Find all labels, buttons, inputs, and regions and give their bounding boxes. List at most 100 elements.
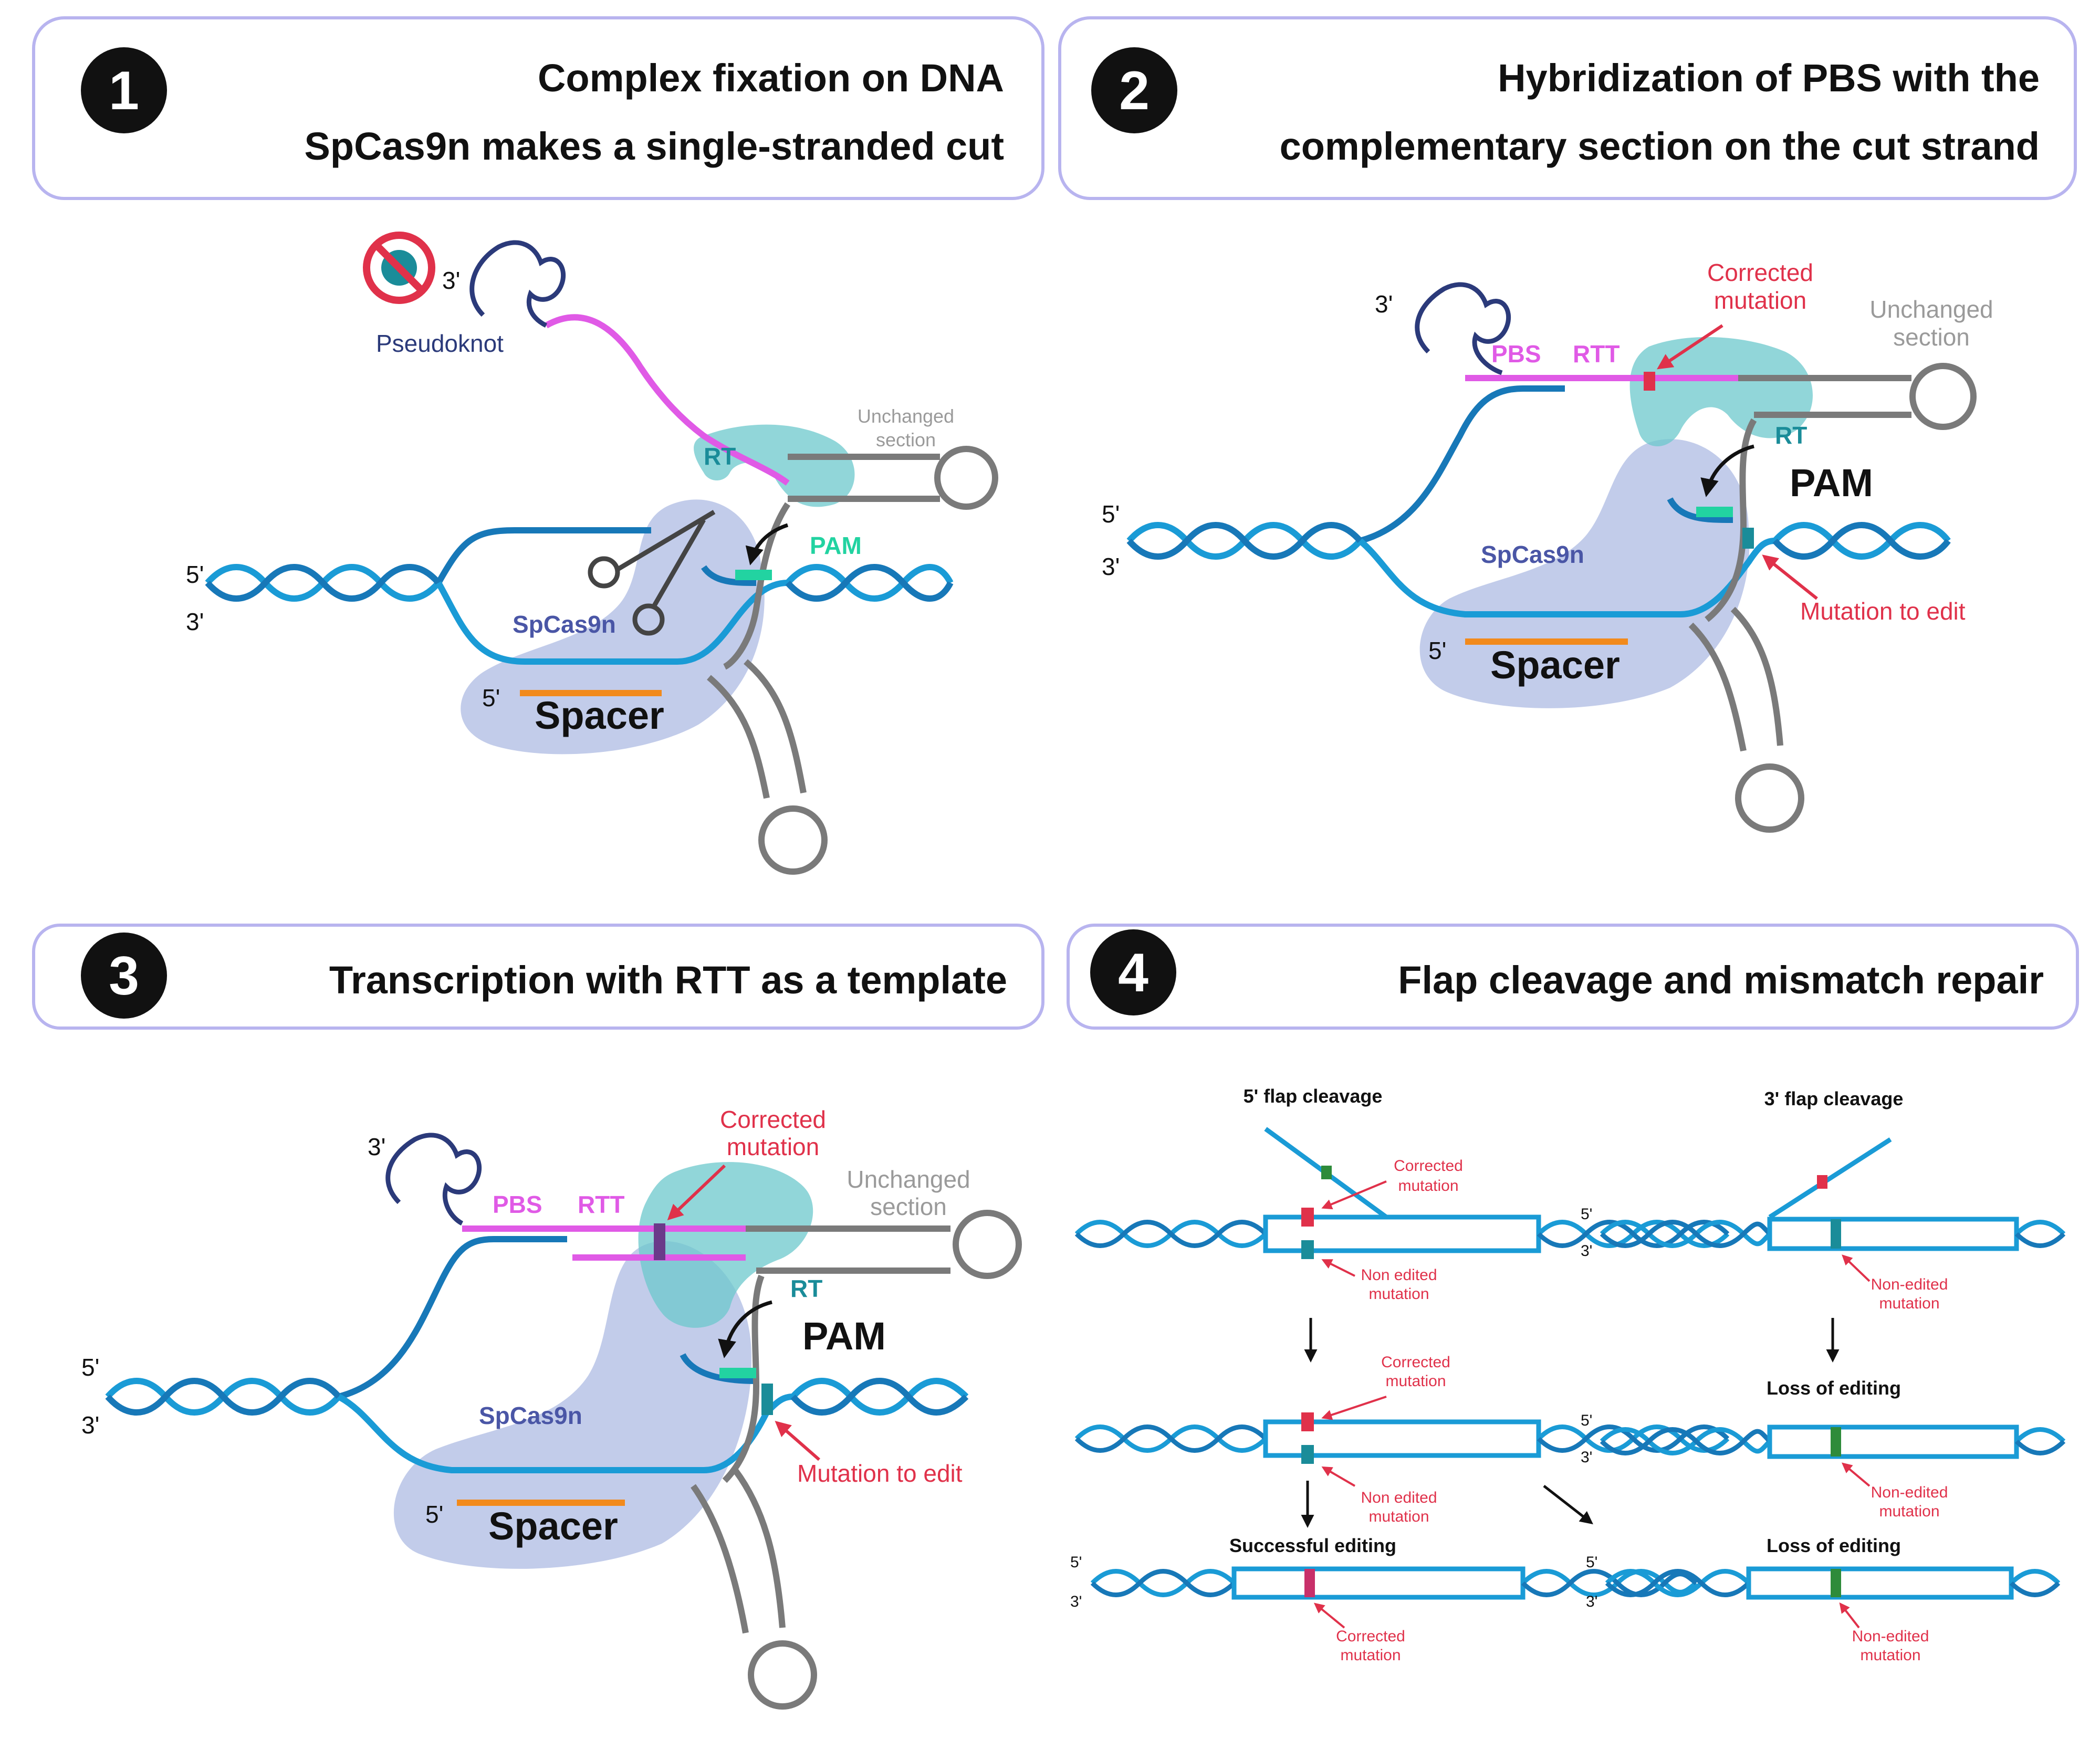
p2-5prime-label: 5' bbox=[1102, 500, 1120, 528]
p3-spcas9n-label: SpCas9n bbox=[479, 1402, 582, 1429]
step-1-title-line1: Complex fixation on DNA bbox=[538, 56, 1004, 100]
p2-unchanged-label-1: Unchanged bbox=[1869, 296, 1993, 323]
step-2-title-line2: complementary section on the cut strand bbox=[1280, 124, 2040, 168]
p4-l1-nonedited-2: mutation bbox=[1368, 1285, 1429, 1303]
dna-top-strand-right bbox=[1667, 497, 1733, 523]
left-row2-corrected-arrow bbox=[1321, 1396, 1387, 1420]
guide-rna-3prime bbox=[545, 314, 790, 486]
p2-3prime-dna-label: 3' bbox=[1102, 553, 1120, 580]
p1-unchanged-label-2: section bbox=[876, 429, 936, 451]
right-row3-nonedited-arrow bbox=[1839, 1602, 1860, 1629]
dna-helix-right bbox=[790, 1378, 969, 1416]
p4-l2-corrected-1: Corrected bbox=[1381, 1354, 1450, 1371]
rt-enzyme bbox=[694, 424, 855, 507]
p3-corrected-label-2: mutation bbox=[727, 1133, 819, 1160]
dna-top-strand bbox=[1359, 385, 1565, 544]
p4-success-label: Successful editing bbox=[1229, 1535, 1396, 1556]
p3-spacer-label: Spacer bbox=[488, 1504, 618, 1548]
p3-pbs-label: PBS bbox=[493, 1191, 542, 1218]
left-row3-duplex bbox=[1090, 1566, 1698, 1600]
p2-rtt-label: RTT bbox=[1573, 340, 1620, 368]
p2-corrected-label-1: Corrected bbox=[1707, 259, 1813, 286]
step-3-number-badge bbox=[81, 933, 167, 1019]
step-2-number: 2 bbox=[1119, 60, 1150, 121]
panel-3-illustration: 3' PBS RTT Corrected mutation Unchanged … bbox=[81, 1106, 1022, 1710]
p4-r1-nonedited-2: mutation bbox=[1879, 1295, 1939, 1312]
scaffold-stem-right bbox=[1738, 375, 1911, 418]
p4-l1-nonedited-1: Non edited bbox=[1361, 1266, 1437, 1284]
dna-bottom-strand bbox=[1358, 538, 1775, 617]
p1-5prime-spacer-label: 5' bbox=[482, 684, 500, 711]
left-row2-duplex bbox=[1074, 1412, 1730, 1464]
mutation-to-edit-mark bbox=[1742, 528, 1754, 549]
pseudoknot-structure bbox=[385, 1133, 482, 1226]
p1-spacer-label: Spacer bbox=[535, 694, 664, 737]
rt-enzyme bbox=[638, 1162, 813, 1328]
dna-helix-right bbox=[785, 564, 954, 602]
left-row3-corrected-arrow bbox=[1313, 1602, 1345, 1629]
step-1-header: 1 Complex fixation on DNA SpCas9n makes … bbox=[32, 16, 1044, 200]
step-2-header: 2 Hybridization of PBS with the compleme… bbox=[1058, 16, 2077, 200]
p4-r2-nonedited-1: Non-edited bbox=[1871, 1484, 1948, 1501]
right-row3-duplex bbox=[1605, 1566, 2061, 1600]
panel-2-illustration: 3' PBS RTT Corrected mutation Unchanged … bbox=[1102, 259, 1993, 833]
p4-l3-5prime: 5' bbox=[1070, 1554, 1082, 1571]
step-4-header: 4 Flap cleavage and mismatch repair bbox=[1067, 924, 2079, 1030]
p3-unchanged-label-1: Unchanged bbox=[847, 1166, 970, 1193]
scaffold-connector bbox=[722, 1274, 765, 1483]
p3-rtt-label: RTT bbox=[578, 1191, 624, 1218]
step-3-title: Transcription with RTT as a template bbox=[329, 958, 1007, 1002]
step-2-number-badge bbox=[1091, 47, 1177, 133]
dna-helix-left-b bbox=[205, 564, 441, 602]
p2-mutation-edit-label: Mutation to edit bbox=[1800, 598, 1966, 625]
step-1-number-badge bbox=[81, 47, 167, 133]
p4-l2-corrected-2: mutation bbox=[1385, 1373, 1446, 1390]
dna-top-strand bbox=[338, 1236, 567, 1400]
right-row2-duplex bbox=[1600, 1424, 2066, 1459]
scissors-icon bbox=[588, 510, 716, 636]
p4-r2-3prime: 3' bbox=[1581, 1449, 1592, 1466]
dna-top-strand-right bbox=[680, 1353, 757, 1384]
panel-1-illustration: 3' Pseudoknot RT Unchanged section PAM 5… bbox=[186, 232, 998, 875]
dna-helix-right bbox=[1772, 522, 1951, 560]
scaffold-stem-right bbox=[746, 1225, 950, 1274]
p3-corrected-label-1: Corrected bbox=[720, 1106, 826, 1133]
pseudoknot-structure bbox=[1415, 282, 1511, 375]
corrected-mutation-mark bbox=[654, 1223, 665, 1260]
cas9-protein bbox=[393, 1241, 752, 1569]
scaffold-stem-right bbox=[788, 454, 940, 502]
p3-rt-label: RT bbox=[790, 1275, 822, 1302]
left-row1-nonedited-arrow bbox=[1321, 1259, 1355, 1277]
p4-r2-loss: Loss of editing bbox=[1767, 1377, 1901, 1399]
p2-rt-label: RT bbox=[1775, 422, 1807, 449]
p1-3prime-dna-label: 3' bbox=[186, 608, 204, 635]
panel-4-illustration: 5' flap cleavage 3' flap cleavage Correc… bbox=[1070, 1085, 2066, 1664]
p4-r2-nonedited-2: mutation bbox=[1879, 1503, 1939, 1520]
p4-r3-3prime: 3' bbox=[1586, 1593, 1597, 1610]
p2-spcas9n-label: SpCas9n bbox=[1481, 541, 1584, 568]
p4-l1-corrected-1: Corrected bbox=[1394, 1157, 1463, 1175]
p2-spacer-label: Spacer bbox=[1490, 643, 1620, 687]
mutation-to-edit-mark bbox=[761, 1384, 773, 1415]
left-row2-nonedited-arrow bbox=[1321, 1466, 1356, 1487]
rt-enzyme bbox=[1629, 337, 1813, 446]
step-1-title-line2: SpCas9n makes a single-stranded cut bbox=[305, 124, 1004, 168]
step-3-number: 3 bbox=[109, 946, 139, 1007]
pam-segment bbox=[719, 1368, 756, 1378]
p4-r3-nonedited-2: mutation bbox=[1860, 1647, 1920, 1664]
pam-segment bbox=[735, 570, 772, 580]
p3-mutation-edit-label: Mutation to edit bbox=[797, 1460, 963, 1487]
p4-r3-5prime: 5' bbox=[1586, 1554, 1597, 1571]
dna-helix-right-b bbox=[1772, 522, 1951, 560]
pseudoknot-structure bbox=[469, 240, 566, 328]
step-4-number: 4 bbox=[1118, 942, 1148, 1003]
dna-bottom-strand bbox=[435, 580, 788, 665]
corrected-mutation-arrow bbox=[667, 1164, 726, 1221]
mutation-edit-arrow bbox=[775, 1421, 820, 1461]
rt-direction-arrow bbox=[745, 523, 789, 565]
p4-l3-corrected-1: Corrected bbox=[1336, 1628, 1405, 1645]
p1-3prime-label: 3' bbox=[442, 267, 460, 294]
p1-5prime-label: 5' bbox=[186, 561, 204, 588]
dna-helix-right-b bbox=[785, 564, 954, 602]
p4-l2-nonedited-2: mutation bbox=[1368, 1508, 1429, 1525]
